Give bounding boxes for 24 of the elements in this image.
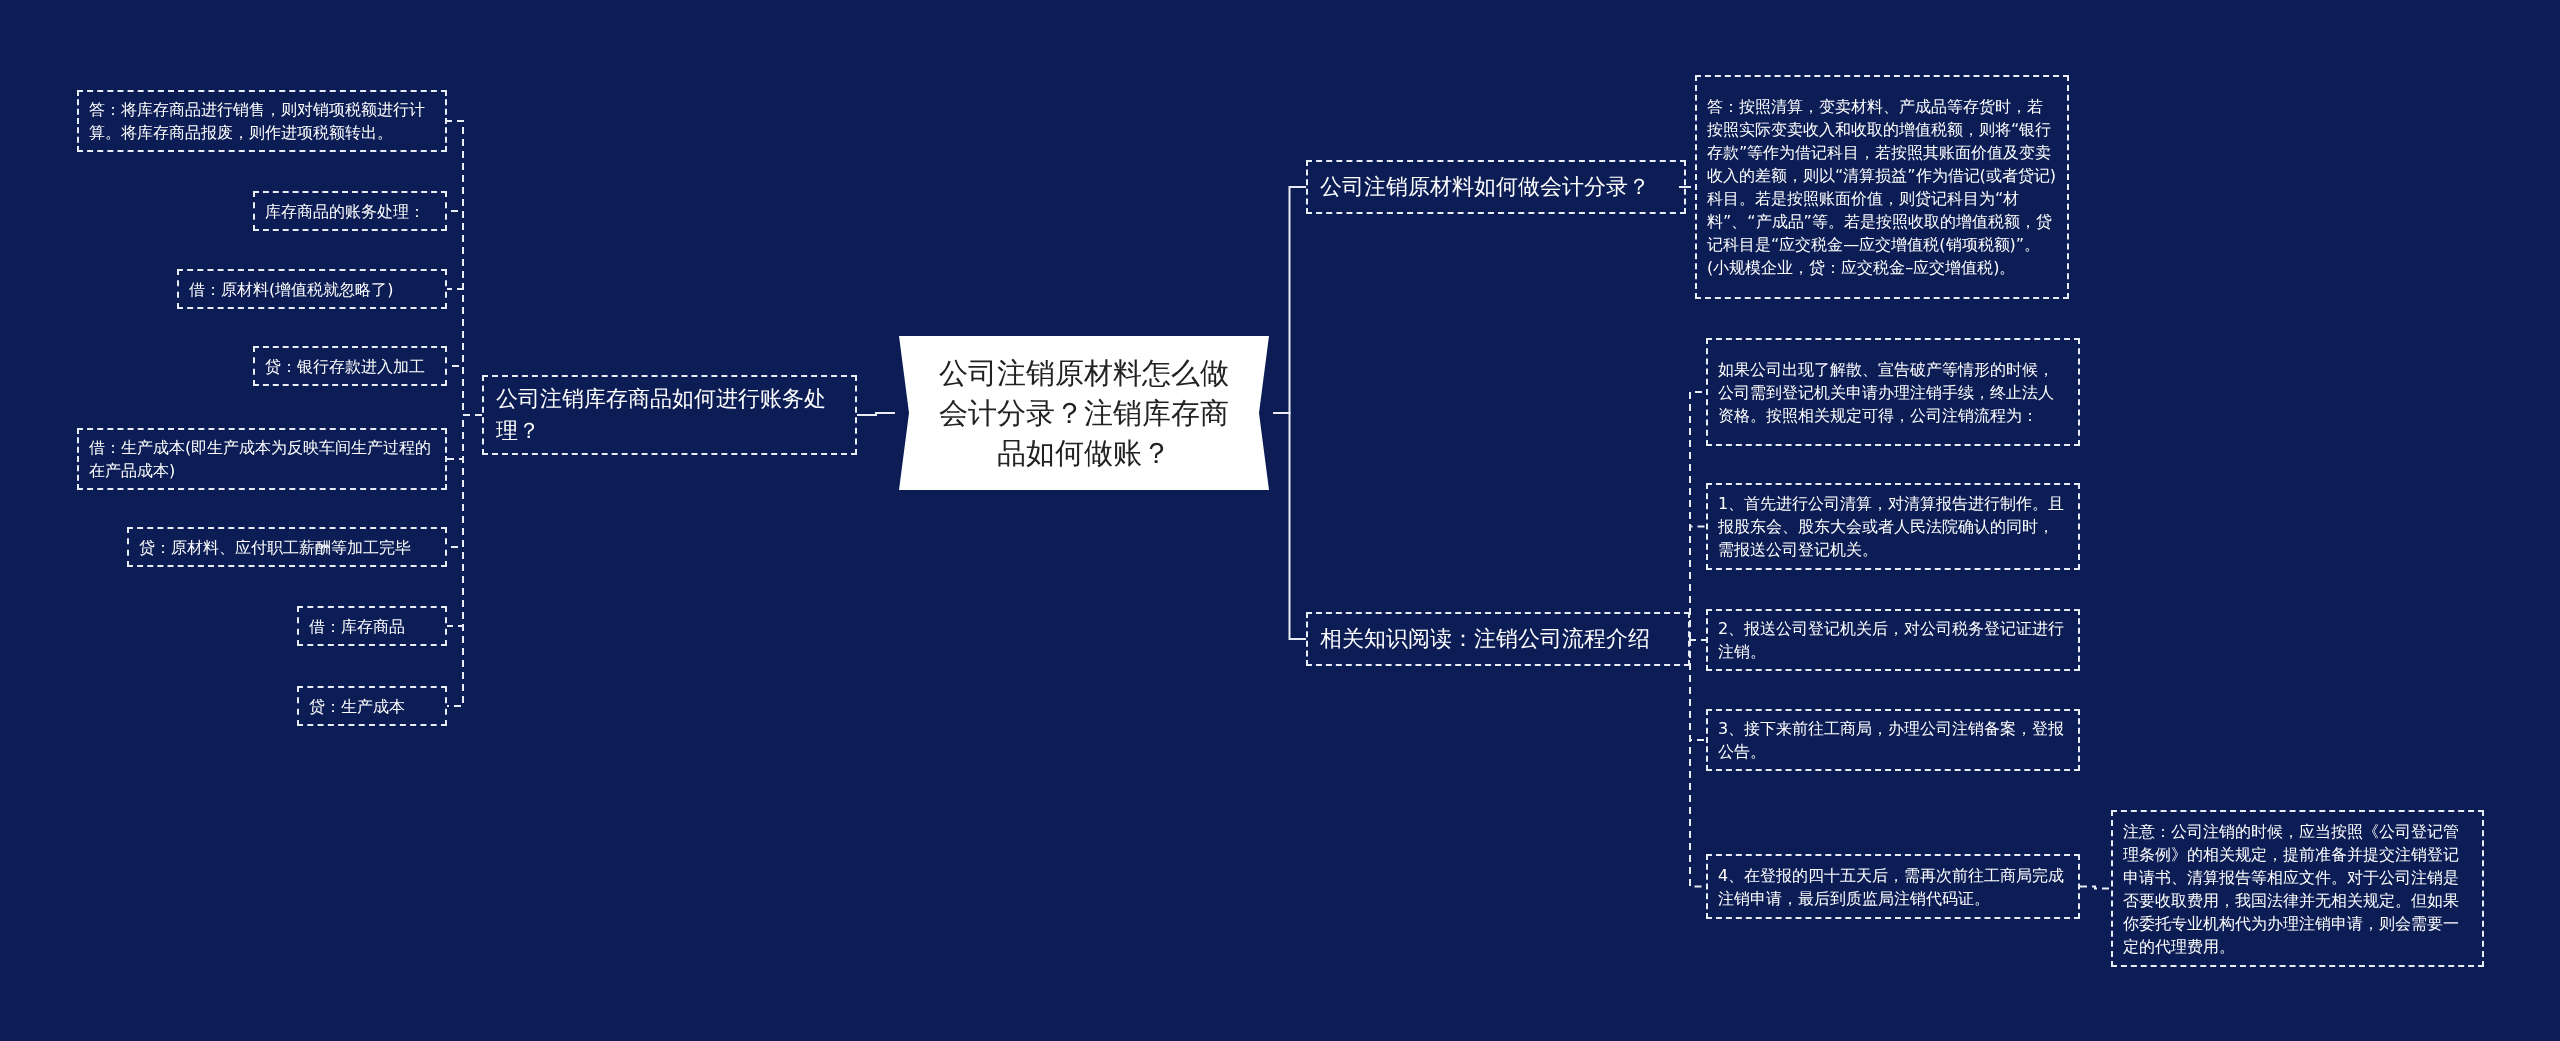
topic-box: 公司注销库存商品如何进行账务处理？ xyxy=(482,375,857,455)
note-box: 2、报送公司登记机关后，对公司税务登记证进行注销。 xyxy=(1706,609,2080,671)
note-box: 答：按照清算，变卖材料、产成品等存货时，若按照实际变卖收入和收取的增值税额，则将“银行存款”等作为借记科目，若按照其账面价值及变卖收入的差额，则以“清算损益”作为借记(或者贷记)科目。若是按照账面价值，则贷记科目为“材料”、“产成品”等。若是按照收取的增值税额，贷记科目是“应交税金—应交增值税(销项税额)”。(小规模企业，贷：应交税金–应交增值税)。 xyxy=(1695,75,2069,299)
connector-line xyxy=(1272,412,1307,640)
note-box: 贷：银行存款进入加工 xyxy=(253,346,447,386)
note-box: 答：将库存商品进行销售，则对销项税额进行计算。将库存商品报废，则作进项税额转出。 xyxy=(77,90,447,152)
connector-line xyxy=(2079,885,2112,890)
topic-box: 公司注销原材料如何做会计分录？ xyxy=(1306,160,1686,214)
connector-line xyxy=(446,414,483,707)
connector-line xyxy=(1689,638,1707,641)
note-box: 借：原材料(增值税就忽略了) xyxy=(177,269,447,309)
connector-line xyxy=(1689,525,1707,640)
note-box: 4、在登报的四十五天后，需再次前往工商局完成注销申请，最后到质监局注销代码证。 xyxy=(1706,854,2080,919)
note-box: 1、首先进行公司清算，对清算报告进行制作。且报股东会、股东大会或者人民法院确认的同时，需报送公司登记机关。 xyxy=(1706,483,2080,570)
note-box: 3、接下来前往工商局，办理公司注销备案，登报公告。 xyxy=(1706,709,2080,771)
note-box: 如果公司出现了解散、宣告破产等情形的时候，公司需到登记机关申请办理注销手续，终止法人资格。按照相关规定可得，公司注销流程为： xyxy=(1706,338,2080,446)
topic-box: 相关知识阅读：注销公司流程介绍 xyxy=(1306,612,1690,666)
note-box: 借：库存商品 xyxy=(297,606,447,646)
connector-line xyxy=(856,412,896,416)
note-box: 借：生产成本(即生产成本为反映车间生产过程的在产品成本) xyxy=(77,428,447,490)
note-box: 注意：公司注销的时候，应当按照《公司登记管理条例》的相关规定，提前准备并提交注销登记申请书、清算报告等相应文件。对于公司注销是否要收取费用，我国法律并无相关规定。但如果你委托专业机构代为办理注销申请，则会需要一定的代理费用。 xyxy=(2111,810,2484,967)
note-box: 贷：生产成本 xyxy=(297,686,447,726)
note-box: 贷：原材料、应付职工薪酬等加工完毕 xyxy=(127,527,447,567)
note-box: 库存商品的账务处理： xyxy=(253,191,447,231)
